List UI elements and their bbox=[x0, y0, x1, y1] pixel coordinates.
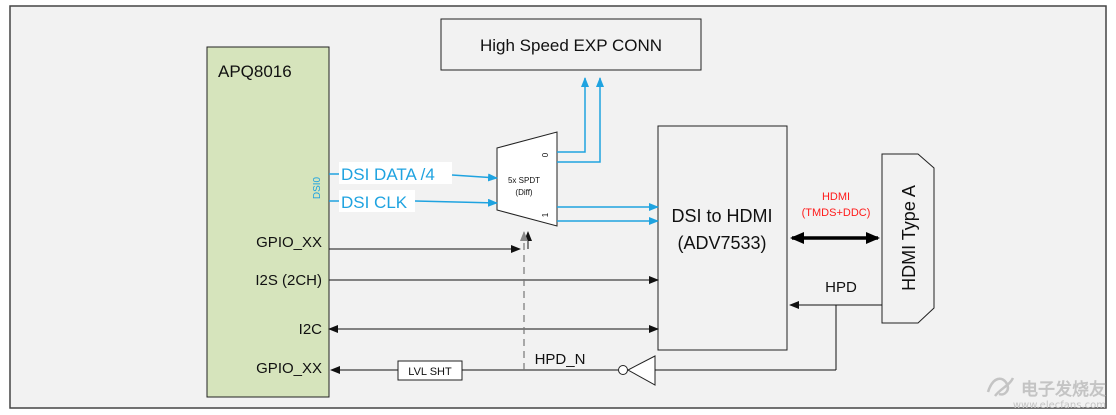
switch-to-exp-line-b bbox=[557, 77, 604, 163]
switch-label-line1: 5x SPDT bbox=[508, 176, 540, 185]
hdmi-link-label-line1: HDMI bbox=[822, 191, 850, 203]
bridge-label-line1: DSI to HDMI bbox=[671, 206, 772, 226]
i2c-label: I2C bbox=[299, 321, 323, 338]
watermark: 电子发烧友 www.elecfans.com bbox=[985, 374, 1106, 411]
hpd-n-label: HPD_N bbox=[535, 351, 586, 368]
bridge-label-line2: (ADV7533) bbox=[677, 233, 766, 253]
gpio-bottom-label: GPIO_XX bbox=[256, 360, 322, 377]
watermark-title: 电子发烧友 bbox=[1021, 379, 1106, 400]
exp-connector-label: High Speed EXP CONN bbox=[480, 36, 662, 55]
gpio-top-label: GPIO_XX bbox=[256, 234, 322, 251]
hpd-label: HPD bbox=[825, 279, 857, 296]
switch-port-1: 1 bbox=[541, 212, 550, 217]
switch-to-exp-line-a bbox=[557, 77, 589, 153]
dsi-clk-label: DSI CLK bbox=[341, 193, 408, 212]
watermark-url: www.elecfans.com bbox=[1012, 400, 1106, 411]
spdt-switch bbox=[496, 131, 558, 227]
i2s-label: I2S (2CH) bbox=[255, 272, 322, 289]
bridge-block bbox=[657, 125, 788, 351]
level-shifter-label: LVL SHT bbox=[408, 366, 452, 378]
hdmi-link-label-line2: (TMDS+DDC) bbox=[802, 207, 871, 219]
soc-block bbox=[206, 46, 330, 398]
switch-port-0: 0 bbox=[541, 152, 550, 157]
dsi-clk-label-bg bbox=[339, 190, 415, 212]
hdmi-connector-block bbox=[881, 153, 935, 324]
exp-connector-block bbox=[440, 18, 702, 71]
elecfans-logo-icon bbox=[986, 377, 1015, 397]
dsi-data-arrow bbox=[451, 173, 498, 182]
hdmi-connector-label: HDMI Type A bbox=[899, 185, 919, 291]
dsi-group-label: DSI0 bbox=[312, 176, 323, 199]
dsi-data-label: DSI DATA /4 bbox=[341, 165, 435, 184]
dsi-data-label-bg bbox=[339, 162, 452, 184]
dsi-clk-arrow bbox=[414, 198, 498, 207]
soc-label: APQ8016 bbox=[218, 62, 292, 81]
inverter-bubble bbox=[618, 365, 628, 375]
switch-label-line2: (Diff) bbox=[515, 188, 533, 197]
